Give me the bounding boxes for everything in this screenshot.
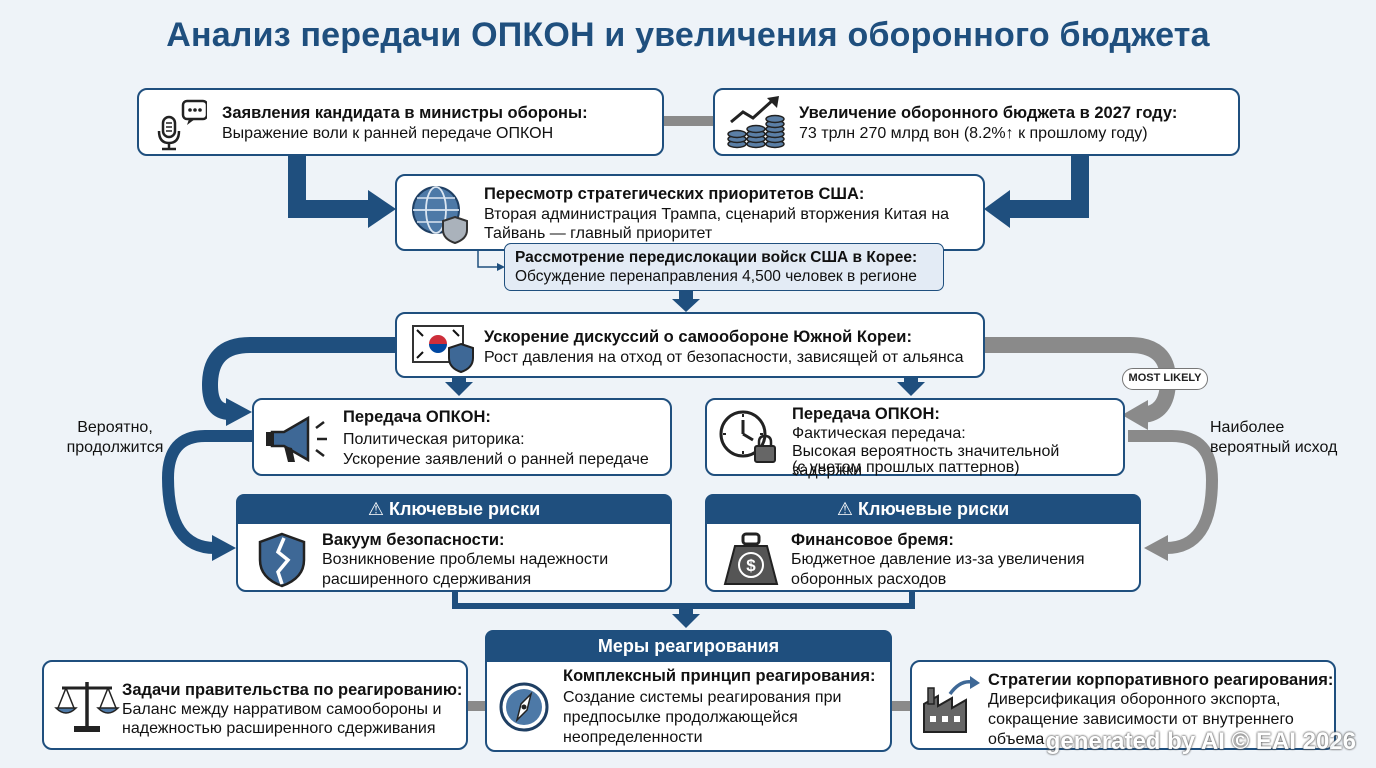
redeploy-box: Рассмотрение передислокации войск США в …	[504, 243, 944, 291]
risk-security-vacuum-line2: расширенного сдерживания	[322, 571, 532, 588]
measures-line1: Создание системы реагирования при	[563, 689, 842, 706]
risk-security-vacuum-title: Вакуум безопасности:	[322, 531, 505, 549]
gov-tasks-line2: надежностью расширенного сдерживания	[122, 720, 436, 737]
gov-tasks-box: Задачи правительства по реагированию: Ба…	[42, 660, 468, 750]
minister-statements-desc: Выражение воли к ранней передаче ОПКОН	[222, 125, 554, 142]
broken-shield-icon	[258, 532, 306, 588]
corporate-strategy-line3: объема	[988, 731, 1045, 748]
opcon-rhetoric-box: Передача ОПКОН: Политическая риторика: У…	[252, 398, 672, 476]
svg-text:$: $	[746, 556, 756, 575]
self-defense-title: Ускорение дискуссий о самообороне Южной …	[484, 328, 912, 346]
risk-left-header-label: Ключевые риски	[388, 499, 541, 519]
side-label-left-line2: продолжится	[66, 439, 164, 456]
risk-security-vacuum-line1: Возникновение проблемы надежности	[322, 551, 609, 568]
risk-right-header: ⚠ Ключевые риски	[705, 494, 1141, 524]
opcon-rhetoric-title: Передача ОПКОН:	[343, 408, 491, 426]
side-label-left: Вероятно, продолжится	[55, 418, 175, 458]
us-priorities-box: Пересмотр стратегических приоритетов США…	[395, 174, 985, 251]
opcon-rhetoric-line1: Политическая риторика:	[343, 431, 525, 448]
minister-statements-box: Заявления кандидата в министры обороны: …	[137, 88, 664, 156]
measures-line3: неопределенности	[563, 729, 703, 746]
scales-icon	[54, 682, 120, 732]
gov-tasks-line1: Баланс между нарративом самообороны и	[122, 701, 442, 718]
self-defense-box: Ускорение дискуссий о самообороне Южной …	[395, 312, 985, 378]
risk-financial-burden-line1: Бюджетное давление из-за увеличения	[791, 551, 1085, 568]
gov-tasks-title: Задачи правительства по реагированию:	[122, 681, 463, 699]
risk-security-vacuum-box: Вакуум безопасности: Возникновение пробл…	[236, 522, 672, 592]
risk-financial-burden-line2: оборонных расходов	[791, 571, 947, 588]
risk-right-header-label: Ключевые риски	[857, 499, 1010, 519]
microphone-speech-icon	[157, 99, 207, 151]
minister-statements-title: Заявления кандидата в министры обороны:	[222, 104, 588, 122]
corporate-strategy-title: Стратегии корпоративного реагирования:	[988, 671, 1334, 689]
measures-box: Комплексный принцип реагирования: Создан…	[485, 660, 892, 752]
opcon-actual-line1: Фактическая передача:	[792, 425, 966, 442]
corporate-strategy-line2: сокращение зависимости от внутреннего	[988, 711, 1294, 728]
us-priorities-title: Пересмотр стратегических приоритетов США…	[484, 185, 865, 203]
opcon-rhetoric-line2: Ускорение заявлений о ранней передаче	[343, 451, 649, 468]
globe-shield-icon	[412, 186, 468, 245]
corporate-strategy-line1: Диверсификация оборонного экспорта,	[988, 691, 1281, 708]
side-label-right-line2: вероятный исход	[1210, 439, 1338, 456]
factory-export-icon	[923, 676, 980, 733]
measures-header: Меры реагирования	[485, 630, 892, 662]
megaphone-icon	[266, 415, 327, 463]
budget-increase-desc: 73 трлн 270 млрд вон (8.2%↑ к прошлому г…	[799, 125, 1148, 142]
right-elbow-arrow	[1008, 154, 1089, 218]
money-weight-icon: $	[723, 532, 779, 585]
left-elbow-arrow	[288, 154, 370, 218]
measures-title: Комплексный принцип реагирования:	[563, 667, 876, 685]
watermark: generated by AI © EAI 2026	[1045, 728, 1356, 755]
side-label-right-line1: Наиболее	[1210, 419, 1285, 436]
compass-icon	[499, 682, 549, 732]
page-title: Анализ передачи ОПКОН и увеличения оборо…	[166, 16, 1210, 54]
self-defense-desc: Рост давления на отход от безопасности, …	[484, 349, 964, 366]
warning-icon: ⚠	[367, 499, 384, 519]
coins-growth-icon	[727, 96, 785, 149]
opcon-actual-title: Передача ОПКОН:	[792, 405, 940, 423]
most-likely-badge: MOST LIKELY	[1122, 368, 1208, 390]
risk-financial-burden-box: $ Финансовое бремя: Бюджетное давление и…	[705, 522, 1141, 592]
risk-left-header: ⚠ Ключевые риски	[236, 494, 672, 524]
risk-financial-burden-title: Финансовое бремя:	[791, 531, 954, 549]
opcon-actual-line2: Высокая вероятность значительной задержк…	[792, 443, 1060, 479]
redeploy-title: Рассмотрение передислокации войск США в …	[515, 249, 918, 266]
redeploy-desc: Обсуждение перенаправления 4,500 человек…	[515, 268, 917, 285]
opcon-actual-line3: (с учетом прошлых паттернов)	[792, 459, 1020, 476]
clock-lock-icon	[719, 410, 776, 463]
side-label-right: Наиболее вероятный исход	[1210, 418, 1360, 458]
budget-increase-box: Увеличение оборонного бюджета в 2027 год…	[713, 88, 1240, 156]
budget-increase-title: Увеличение оборонного бюджета в 2027 год…	[799, 104, 1178, 122]
measures-line2: предпосылке продолжающейся	[563, 709, 798, 726]
corporate-strategy-box: Стратегии корпоративного реагирования: Д…	[910, 660, 1336, 750]
us-priorities-desc-line1: Вторая администрация Трампа, сценарий вт…	[484, 206, 950, 223]
opcon-actual-box: Передача ОПКОН: Фактическая передача: Вы…	[705, 398, 1125, 479]
warning-icon: ⚠	[836, 499, 853, 519]
korea-flag-shield-icon	[412, 325, 474, 374]
us-priorities-desc-line2: Тайвань — главный приоритет	[484, 225, 713, 242]
side-label-left-line1: Вероятно,	[77, 419, 153, 436]
